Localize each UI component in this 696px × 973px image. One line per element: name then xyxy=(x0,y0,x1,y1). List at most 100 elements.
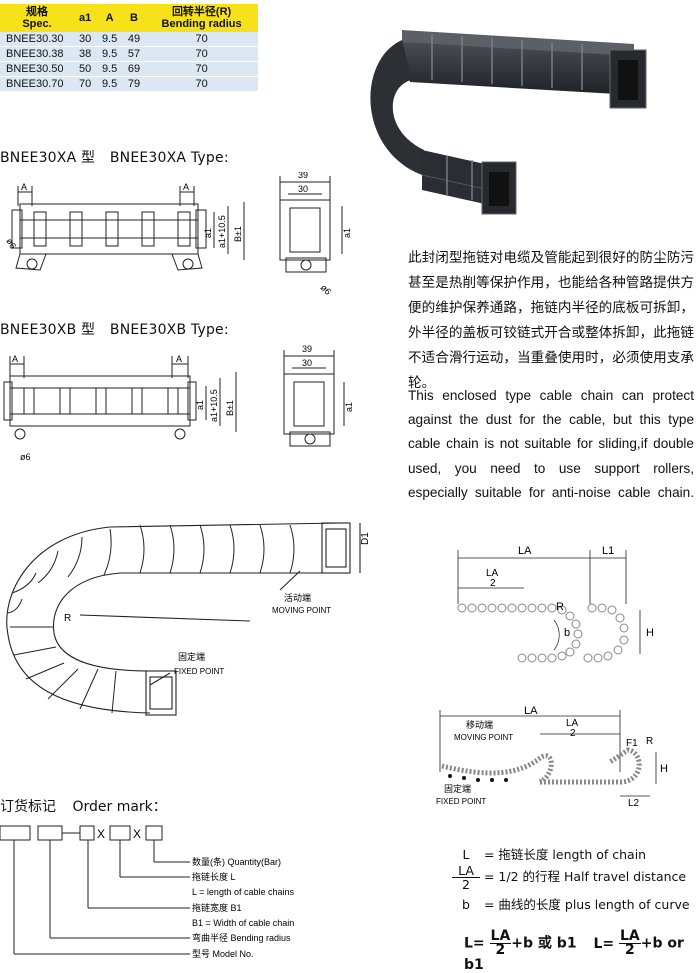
order-title-cn: 订货标记 xyxy=(0,799,56,815)
formula-frac: LA 2 xyxy=(490,930,512,957)
cell-spec: BNEE30.70 xyxy=(0,77,74,92)
xb-dim-phi6: ø6 xyxy=(20,452,31,462)
xa-dim-a1-side: a1 xyxy=(342,228,352,238)
moving-point-cn: 活动端 xyxy=(284,592,311,603)
cell-b: 79 xyxy=(123,77,145,92)
travel2-dim-f1: F1 xyxy=(626,738,638,749)
moving2-cn: 移动端 xyxy=(466,719,493,730)
order-item-length-en: L = length of cable chains xyxy=(192,887,294,897)
header-b: B xyxy=(123,4,145,32)
travel-diagram-top: LA LA 2 L1 R b H xyxy=(440,540,696,680)
cell-b: 57 xyxy=(123,47,145,62)
legend-la-num: LA xyxy=(452,864,480,878)
cell-a: 9.5 xyxy=(96,77,123,92)
travel-dim-b: b xyxy=(564,627,570,639)
formula-den: 2 xyxy=(490,944,512,957)
fixed-point-en: FIXED POINT xyxy=(174,667,224,676)
type-xb-cn: BNEE30XB 型 xyxy=(0,322,95,338)
xb-dim-a1-side: a1 xyxy=(344,402,354,412)
description-en: This enclosed type cable chain can prote… xyxy=(408,384,694,505)
travel-dim-r: R xyxy=(556,601,564,613)
cell-radius: 70 xyxy=(145,62,258,77)
xa-dim-a1-10-5: a1+10.5 xyxy=(217,215,227,248)
type-xa-cn: BNEE30XA 型 xyxy=(0,150,95,166)
header-a1: a1 xyxy=(74,4,96,32)
cell-a1: 30 xyxy=(74,32,96,47)
cell-a: 9.5 xyxy=(96,32,123,47)
order-mark-diagram: X X 数量(条) Quantity(Bar) 拖链长度 L L = lengt… xyxy=(0,822,330,964)
chain-dim-d1: D1 xyxy=(360,532,371,545)
moving-point-en: MOVING POINT xyxy=(272,606,331,615)
cell-a1: 38 xyxy=(74,47,96,62)
xa-dim-b: B±1 xyxy=(233,226,243,242)
order-item-quantity: 数量(条) Quantity(Bar) xyxy=(192,856,281,867)
xb-dim-b: B±1 xyxy=(225,400,235,416)
formula-plus-b-cn: +b 或 b1 xyxy=(511,936,576,952)
order-x-2: X xyxy=(133,827,141,841)
cell-a1: 70 xyxy=(74,77,96,92)
order-title-en: Order mark： xyxy=(72,799,166,815)
moving2-en: MOVING POINT xyxy=(454,733,513,742)
xa-drawing: A A ø6 a1 a1+10.5 B±1 39 30 a1 ø6 xyxy=(0,172,370,302)
travel-dim-l1: L1 xyxy=(602,545,614,557)
length-formula: L= LA 2 +b 或 b1 L= LA 2 +b or b1 xyxy=(464,930,696,973)
description-en-line: used, you need to use support rollers, xyxy=(408,457,694,481)
chain-bend-drawing: D1 R 活动端 MOVING POINT 固定端 FIXED POINT xyxy=(0,515,380,745)
travel-diagram-bottom: LA LA 2 F1 R H L2 移动端 MOVING POINT 固定端 F… xyxy=(430,702,696,812)
formula-den-2: 2 xyxy=(619,944,641,957)
xa-dim-phi6-side: ø6 xyxy=(319,282,334,297)
cell-a: 9.5 xyxy=(96,62,123,77)
xb-dim-a1: a1 xyxy=(195,400,205,410)
order-item-width-en: B1 = Width of cable chain xyxy=(192,918,294,928)
legend-b: b = 曲线的长度 plus length of curve xyxy=(452,894,690,913)
travel-dim-h: H xyxy=(646,627,654,639)
xa-dim-phi6: ø6 xyxy=(4,237,18,251)
header-radius: 回转半径(R)Bending radius xyxy=(145,4,258,32)
xa-dim-a-right: A xyxy=(183,182,189,192)
travel2-dim-la-half-den: 2 xyxy=(570,728,576,739)
type-xb-heading: BNEE30XB 型 BNEE30XB Type: xyxy=(0,319,239,339)
cell-radius: 70 xyxy=(145,32,258,47)
fixed2-cn: 固定端 xyxy=(444,783,471,794)
xb-drawing: A A ø6 a1 a1+10.5 B±1 39 30 a1 xyxy=(0,342,370,472)
travel2-dim-la: LA xyxy=(524,705,538,717)
legend-b-text: = 曲线的长度 plus length of curve xyxy=(484,897,690,912)
description-en-line: especially suitable for anti-noise cable… xyxy=(408,481,694,505)
legend-la-text: = 1/2 的行程 Half travel distance xyxy=(484,869,686,884)
chain-dim-r: R xyxy=(64,613,71,624)
order-mark-title: 订货标记 Order mark： xyxy=(0,796,179,816)
xa-dim-30: 30 xyxy=(298,184,308,194)
legend-la: LA 2 = 1/2 的行程 Half travel distance xyxy=(452,864,686,891)
order-item-model: 型号 Model No. xyxy=(192,949,254,959)
order-item-length-cn: 拖链长度 L xyxy=(192,871,236,882)
type-xa-heading: BNEE30XA 型 BNEE30XA Type: xyxy=(0,147,239,167)
formula-frac-2: LA 2 xyxy=(619,930,641,957)
legend-l-sym: L xyxy=(452,847,480,862)
cell-spec: BNEE30.50 xyxy=(0,62,74,77)
cable-chain-photo xyxy=(362,0,696,230)
travel2-dim-h: H xyxy=(660,763,668,775)
legend-l: L = 拖链长度 length of chain xyxy=(452,844,646,863)
travel2-dim-r: R xyxy=(646,736,653,747)
description-en-line: This enclosed type cable chain can prote… xyxy=(408,384,694,408)
travel-dim-la-half-den: 2 xyxy=(490,578,496,589)
xb-dim-a-left: A xyxy=(12,354,18,364)
xb-dim-39: 39 xyxy=(302,344,312,354)
order-item-width-cn: 拖链宽度 B1 xyxy=(192,902,242,913)
cell-radius: 70 xyxy=(145,47,258,62)
xb-dim-30: 30 xyxy=(302,358,312,368)
order-item-radius: 弯曲半径 Bending radius xyxy=(192,932,291,943)
fixed2-en: FIXED POINT xyxy=(436,797,486,806)
cell-a1: 50 xyxy=(74,62,96,77)
description-cn: 此封闭型拖链对电缆及管能起到很好的防尘防污甚至是热削等保护作用，也能给各种管路提… xyxy=(408,246,694,396)
order-x-1: X xyxy=(97,827,105,841)
xb-dim-a1-10-5: a1+10.5 xyxy=(209,389,219,422)
legend-la-den: 2 xyxy=(452,878,480,891)
cell-spec: BNEE30.30 xyxy=(0,32,74,47)
xa-dim-39: 39 xyxy=(298,172,308,180)
